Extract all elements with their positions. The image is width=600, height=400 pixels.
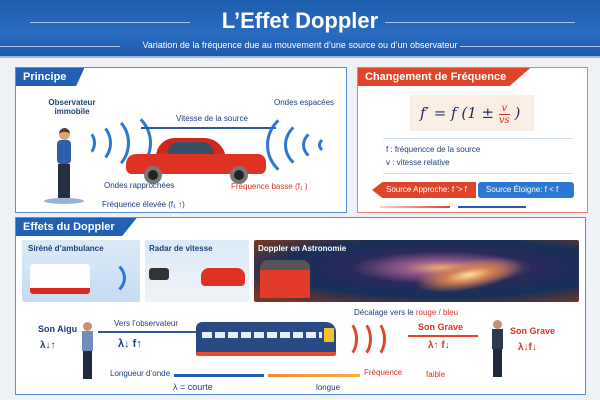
effets-panel: Effets du Doppler Sirènè d’ambulance Rad… <box>15 217 586 395</box>
red-car-icon <box>126 138 266 184</box>
son-grave-label-2: Son Grave <box>510 326 556 336</box>
train-side-icon <box>196 322 336 356</box>
header-banner: L’Effet Doppler Variation de la fréquenc… <box>0 0 600 58</box>
blue-arrow-icon <box>458 206 526 208</box>
red-arrow-icon <box>380 206 450 208</box>
vers-label: Vers l’observateur <box>114 319 179 328</box>
formula-left: f′ = f (1 ± <box>420 104 495 122</box>
galaxy-icon <box>412 250 526 300</box>
spaced-waves-label: Ondes espacées <box>274 98 335 107</box>
doppler-formula: f′ = f (1 ± v vs ) <box>410 95 534 131</box>
card-radar-label: Radar de vitesse <box>149 244 213 253</box>
blue-wave-arrow <box>174 374 264 377</box>
formula-denominator: vs <box>498 114 510 126</box>
son-aigu-label: Son Aigu <box>38 324 78 334</box>
aigu-symbol: λ↓↑ <box>40 340 56 351</box>
page-title: L’Effet Doppler <box>221 8 379 33</box>
observer-right-figure <box>490 320 504 380</box>
train-icon <box>260 260 310 298</box>
orange-wave-arrow <box>268 374 360 377</box>
spaced-waves-icon <box>266 108 346 182</box>
radar-gun-icon <box>149 268 169 280</box>
card-astronomy: Doppler en Astronomie <box>254 240 579 302</box>
def-v: v : vitesse relative <box>386 158 450 167</box>
shift-red-text: rouge / bleu <box>415 308 459 317</box>
page-subtitle: Variation de la fréquence due au mouveme… <box>142 40 458 50</box>
observer-label: Observateur immobile <box>48 98 96 116</box>
source-approche-badge: Source Approche: f ′> f <box>372 182 476 198</box>
vers-line <box>98 331 198 333</box>
courte-label: λ = courte <box>173 382 213 392</box>
def-f: f : fréquencce de la source <box>386 145 481 154</box>
high-frequency-label: Fréquence élevée (f₁ ↑) <box>102 200 185 209</box>
vers-symbol: λ↓ f↑ <box>118 338 142 350</box>
frequence-label: Fréquence <box>364 368 403 377</box>
formula-numerator: v <box>498 103 510 115</box>
principe-panel: Principe Observateur immobile Vitesse de… <box>15 67 347 213</box>
card-astronomy-label: Doppler en Astronomie <box>258 244 347 253</box>
ambulance-icon <box>30 264 90 294</box>
card-ambulance-label: Sirènè d’ambulance <box>28 244 104 253</box>
red-right-arrow <box>408 335 478 337</box>
compressed-waves-icon <box>76 108 156 178</box>
grave-symbol-1: λ↑ f↓ <box>428 340 450 351</box>
shift-label: Décalage vers le rouge / bleu <box>354 308 458 317</box>
observer-left-figure <box>80 322 94 382</box>
shift-text: Décalage vers le <box>354 308 414 317</box>
source-eloigne-badge: Source Éloigne: f < f <box>478 182 574 198</box>
changement-panel: Changement de Fréquence f′ = f (1 ± v vs… <box>357 67 588 213</box>
car-icon <box>201 268 245 286</box>
card-radar: Radar de vitesse <box>145 240 249 302</box>
faible-label: faible <box>426 370 446 379</box>
card-ambulance: Sirènè d’ambulance <box>22 240 140 302</box>
grave-symbol-2: λ↓f↓ <box>518 342 537 353</box>
principe-tag: Principe <box>16 68 85 86</box>
speed-arrow-icon <box>141 127 276 129</box>
longueur-label: Longueur d’onde <box>110 369 171 378</box>
speed-label: Vitesse de la source <box>176 114 248 123</box>
formula-right: ) <box>514 104 521 122</box>
low-frequency-label: Fréquence basse (f₁ ) <box>231 182 308 191</box>
close-waves-label: Ondes rapprochées <box>104 181 175 190</box>
longue-label: longue <box>316 383 341 392</box>
observer-figure <box>44 128 84 206</box>
son-grave-label-1: Son Grave <box>418 322 464 332</box>
red-waves-icon <box>344 320 394 358</box>
effets-tag: Effets du Doppler <box>16 218 137 236</box>
changement-tag: Changement de Fréquence <box>358 68 531 86</box>
